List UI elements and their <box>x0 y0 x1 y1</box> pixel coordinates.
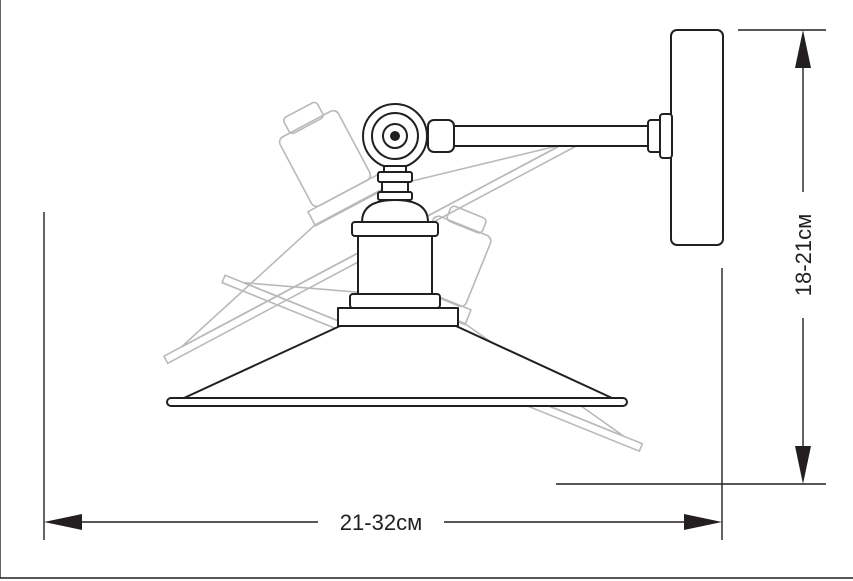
height-arrow-up-icon <box>795 30 811 68</box>
width-label: 21-32см <box>340 510 422 535</box>
wall-plate <box>670 29 724 246</box>
joint-neck <box>377 165 413 201</box>
width-dimension: 21-32см <box>43 212 723 540</box>
height-dimension: 18-21см <box>556 29 826 485</box>
lamp-arm <box>427 113 673 159</box>
width-arrow-right-icon <box>684 514 722 530</box>
swivel-joint <box>362 103 428 169</box>
lamp-shade <box>166 325 628 407</box>
lamp-socket <box>337 199 459 327</box>
width-arrow-left-icon <box>44 514 82 530</box>
height-label: 18-21см <box>791 214 816 296</box>
height-arrow-down-icon <box>795 446 811 484</box>
